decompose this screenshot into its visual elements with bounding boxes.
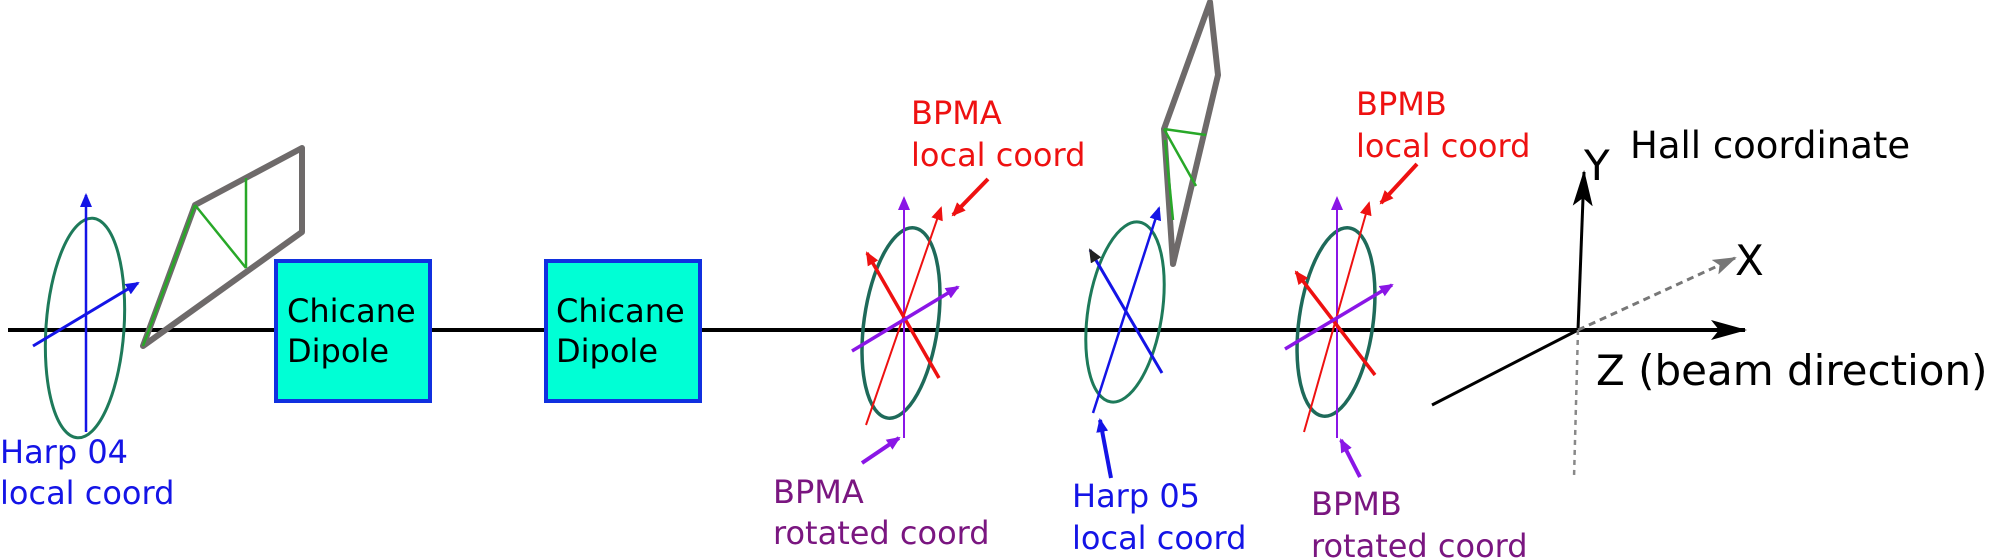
chicane-dipole-2 [544, 259, 702, 403]
harp04-wire [141, 204, 197, 347]
hall-y-axis [1572, 170, 1593, 331]
harp05-wire [1162, 128, 1198, 187]
harp04-ellipse [43, 216, 127, 440]
harp05-frame [1161, 0, 1221, 267]
harp04-assembly [32, 145, 305, 440]
bpma-rotated-axis [851, 285, 960, 353]
harp05-wire [1163, 127, 1207, 137]
hall-neg-x-line [1431, 328, 1579, 407]
bpmb-rotated-axis [1284, 283, 1394, 351]
bpma-rotated-pointer [860, 436, 901, 465]
bpmb-local-pointer [1379, 162, 1419, 205]
bpmb-rotated-pointer [1339, 438, 1362, 478]
bpma-assembly [851, 177, 990, 465]
bpmb-local-axis [1294, 270, 1377, 377]
bpmb-assembly [1284, 162, 1419, 478]
hall-z-label: Z (beam direction) [1596, 346, 1987, 395]
hall-coordinate-system [1431, 170, 1737, 479]
hall-coordinate-title: Hall coordinate [1630, 124, 1910, 167]
hall-x-axis [1577, 256, 1737, 332]
bpma-local-axis [865, 251, 941, 379]
hall-neg-y-line [1572, 329, 1580, 479]
harp04-wire [194, 204, 247, 269]
chicane-dipole-1 [274, 259, 432, 403]
harp05-pointer [1096, 418, 1113, 479]
hall-y-label: Y [1583, 141, 1610, 190]
bpma-ellipse [860, 226, 942, 420]
harp05-axis [1088, 248, 1164, 374]
harp05-assembly [1084, 0, 1221, 479]
bpma-local-pointer [951, 177, 990, 217]
harp04-horizontal-axis [32, 281, 140, 348]
hall-x-label: X [1735, 236, 1764, 285]
harp05-ellipse [1084, 220, 1166, 404]
harp05-wire [1163, 139, 1175, 221]
bpmb-ellipse [1295, 226, 1377, 418]
